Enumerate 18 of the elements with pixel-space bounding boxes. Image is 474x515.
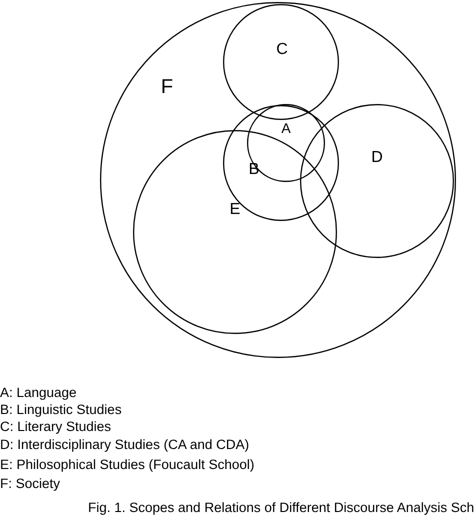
legend-text: C: Literary Studies <box>0 419 112 435</box>
set-label: D <box>371 150 383 166</box>
set-circle <box>223 105 339 221</box>
set-label: C <box>276 42 288 58</box>
legend-text: B: Linguistic Studies <box>0 402 122 418</box>
set-circle <box>100 2 456 358</box>
set-label: B <box>248 162 260 178</box>
legend-text: F: Society <box>0 476 60 492</box>
figure-caption: Fig. 1. Scopes and Relations of Different Discourse Analysis Sch <box>88 500 474 515</box>
set-circle <box>223 4 339 120</box>
set-circle <box>300 104 454 258</box>
set-circle <box>247 104 325 182</box>
legend-text: D: Interdisciplinary Studies (CA and CDA) <box>0 437 250 453</box>
legend-text: E: Philosophical Studies (Foucault School) <box>0 457 254 473</box>
set-label: F <box>160 79 174 95</box>
legend-text: A: Language <box>0 385 77 401</box>
set-label: A <box>281 120 291 136</box>
set-label: E <box>230 202 240 218</box>
